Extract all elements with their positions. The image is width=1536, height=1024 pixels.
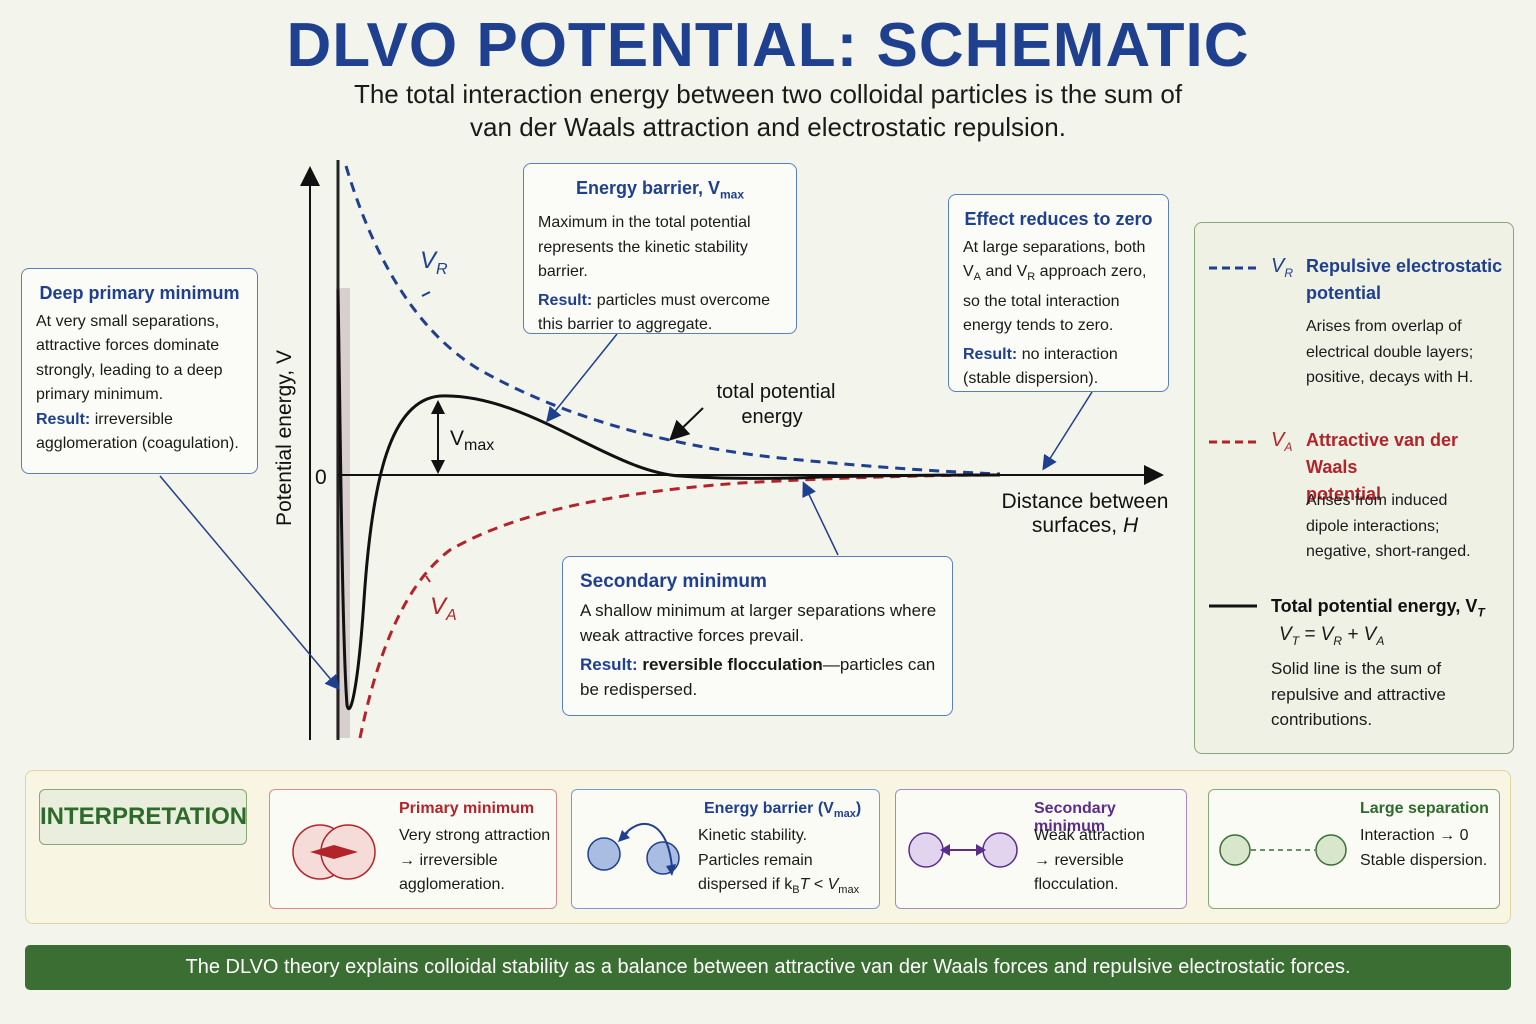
callout-primary-result: Result: irreversible agglomeration (coag… xyxy=(36,410,239,453)
callout-zero-body: At large separations, both VA and VR app… xyxy=(963,238,1147,335)
secondary-leader xyxy=(802,481,839,556)
subtitle-line-1: The total interaction energy between two… xyxy=(353,79,1183,109)
interp-barrier-title: Energy barrier (Vmax) xyxy=(704,800,862,821)
page-subtitle: The total interaction energy between two… xyxy=(268,78,1268,144)
callout-barrier-result: Result: particles must overcome this bar… xyxy=(538,291,771,334)
legend-va-symbol: VA xyxy=(1271,429,1293,454)
callout-secondary-body: A shallow minimum at larger separations … xyxy=(580,601,937,645)
callout-zero-title: Effect reduces to zero xyxy=(964,209,1153,229)
primary-leader xyxy=(159,475,340,691)
callout-zero-result: Result: no interaction (stable dispersio… xyxy=(963,345,1118,388)
primary-particles-icon xyxy=(292,824,376,880)
y-axis-label: Potential energy, V xyxy=(273,350,296,526)
vr-tick xyxy=(421,291,431,297)
interpretation-panel: INTERPRETATION Primary minimum Very stro… xyxy=(25,770,1511,924)
callout-energy-barrier: Energy barrier, Vmax Maximum in the tota… xyxy=(523,163,797,334)
legend-vt-title: Total potential energy, VT xyxy=(1271,596,1485,620)
vmax-arrow-head-bottom xyxy=(431,460,445,474)
vr-curve-label: VR xyxy=(420,247,448,278)
callout-reduces-to-zero: Effect reduces to zero At large separati… xyxy=(948,194,1169,392)
interp-large-title: Large separation xyxy=(1360,800,1489,817)
barrier-leader xyxy=(546,333,618,423)
page-title: DLVO POTENTIAL: SCHEMATIC xyxy=(286,11,1250,80)
repulsive-curve xyxy=(344,165,1001,476)
zero-label: 0 xyxy=(315,466,327,489)
callout-barrier-title: Energy barrier, Vmax xyxy=(575,178,745,202)
interp-card-primary: Primary minimum Very strong attraction→ … xyxy=(269,789,557,909)
callout-secondary-title: Secondary minimum xyxy=(580,571,767,592)
callout-primary-title: Deep primary minimum xyxy=(39,283,240,303)
total-curve xyxy=(336,289,1001,711)
interp-primary-title: Primary minimum xyxy=(399,800,535,817)
footer-banner: The DLVO theory explains colloidal stabi… xyxy=(25,945,1511,990)
interpretation-label: INTERPRETATION xyxy=(39,789,247,845)
legend-vr-symbol: VR xyxy=(1271,255,1294,280)
callout-primary-body: At very small separations, attractive fo… xyxy=(36,312,223,404)
callout-secondary-minimum: Secondary minimum A shallow minimum at l… xyxy=(562,556,953,716)
callout-primary-minimum: Deep primary minimum At very small separ… xyxy=(21,268,258,474)
legend-swatches xyxy=(1209,266,1257,608)
interp-secondary-title: Secondary minimum xyxy=(1034,800,1116,835)
legend-vt-equation: VT = VR + VA xyxy=(1279,624,1385,648)
subtitle-line-2: van der Waals attraction and electrostat… xyxy=(470,112,1066,142)
total-label-line-1: total potential xyxy=(717,381,836,403)
vmax-label: Vmax xyxy=(450,427,494,454)
vmax-arrow-head-top xyxy=(431,400,445,414)
secondary-particles-icon xyxy=(908,832,1018,868)
total-label-line-2: energy xyxy=(741,406,802,428)
callout-secondary-result: Result: reversible flocculation—particle… xyxy=(580,655,936,699)
barrier-particles-icon xyxy=(587,822,680,876)
va-tick xyxy=(425,575,431,583)
large-separation-icon xyxy=(1219,834,1347,866)
interp-card-barrier: Energy barrier (Vmax) Kinetic stability.… xyxy=(571,789,880,909)
callout-barrier-body: Maximum in the total potential represent… xyxy=(538,214,751,281)
total-leader xyxy=(669,407,704,441)
interp-card-secondary: Secondary minimum Weak attraction→ rever… xyxy=(895,789,1187,909)
zero-leader xyxy=(1042,391,1093,471)
va-curve-label: VA xyxy=(430,593,457,624)
x-axis-label-line-1: Distance between xyxy=(1002,490,1169,513)
